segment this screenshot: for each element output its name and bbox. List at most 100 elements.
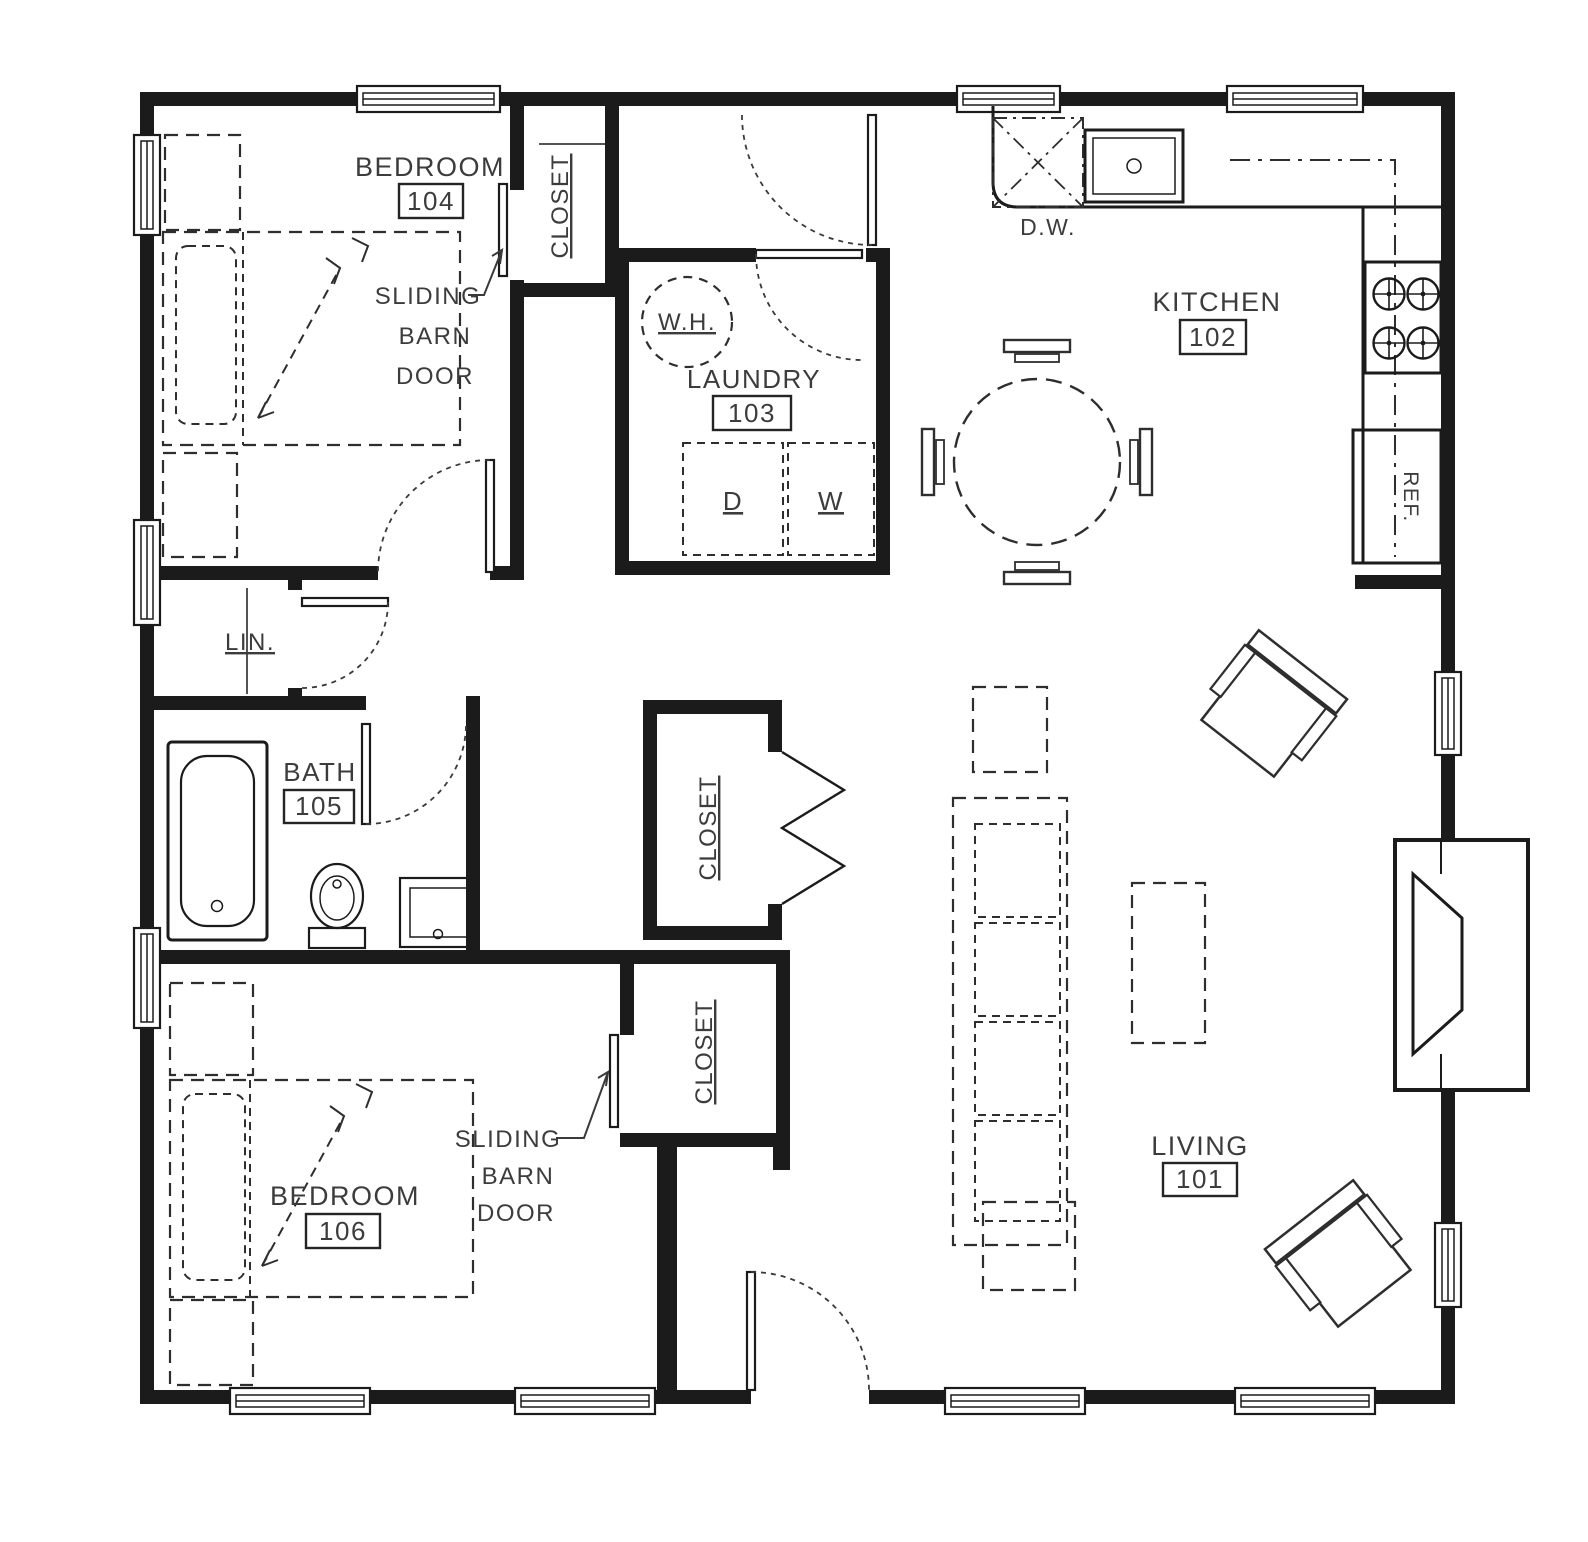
dining-chair xyxy=(1002,560,1072,586)
wall xyxy=(643,700,782,714)
barn-door-104-note: SLIDING BARN DOOR xyxy=(375,283,482,390)
dining-table xyxy=(920,338,1154,586)
dining-chair xyxy=(1128,427,1154,497)
wall xyxy=(510,280,524,580)
room-number-box xyxy=(282,788,356,825)
barn-door-106-arrow xyxy=(556,1070,610,1139)
window xyxy=(1233,1386,1377,1416)
room-number-box xyxy=(1178,318,1248,356)
room-label-bedroom104: BEDROOM xyxy=(355,152,505,182)
labels: BEDROOM 104 CLOSET SLIDING BARN DOOR W.H… xyxy=(225,152,1422,1250)
barn-door-104-arrow xyxy=(468,248,504,296)
entry-door xyxy=(745,1270,870,1392)
doors xyxy=(300,113,878,1392)
bedroom106-furniture xyxy=(168,981,475,1387)
closet-mid-label: CLOSET xyxy=(695,775,722,880)
wall xyxy=(615,561,890,575)
room-label-bedroom106: BEDROOM xyxy=(270,1181,420,1211)
wall xyxy=(615,248,756,262)
window xyxy=(355,84,502,114)
room-number-box xyxy=(304,1212,382,1250)
svg-text:SLIDING: SLIDING xyxy=(375,283,482,310)
room-number-box xyxy=(711,394,793,432)
dresser xyxy=(161,451,239,559)
bedroom104-furniture xyxy=(161,133,462,559)
room-label-living: LIVING xyxy=(1151,1131,1249,1161)
bed xyxy=(161,230,462,447)
wall xyxy=(1355,575,1455,589)
sofa-cushion xyxy=(974,1021,1061,1116)
wall xyxy=(1441,92,1455,840)
bathtub xyxy=(166,740,269,942)
closet-low-label: CLOSET xyxy=(691,999,718,1104)
room-label-laundry: LAUNDRY xyxy=(687,364,821,394)
swing-door xyxy=(754,248,864,361)
room-label-kitchen: KITCHEN xyxy=(1152,287,1281,317)
room-number-box xyxy=(397,182,465,220)
dresser xyxy=(163,133,242,232)
dryer-box xyxy=(682,442,784,556)
window xyxy=(943,1386,1087,1416)
sofa-cushion xyxy=(974,1120,1061,1222)
bed xyxy=(168,1078,475,1299)
living-furniture xyxy=(951,627,1422,1336)
window xyxy=(513,1386,657,1416)
ottoman xyxy=(971,685,1049,774)
sofa xyxy=(951,796,1069,1247)
water-heater-label: W.H. xyxy=(658,309,716,336)
wall xyxy=(140,92,154,1404)
window xyxy=(228,1386,372,1416)
window xyxy=(132,133,162,237)
svg-text:SLIDING: SLIDING xyxy=(455,1126,562,1153)
interior-walls xyxy=(154,106,1455,1390)
svg-text:DOOR: DOOR xyxy=(477,1200,555,1227)
bath-sink xyxy=(398,876,479,949)
pillows xyxy=(182,1093,246,1281)
window xyxy=(132,518,162,627)
stove xyxy=(1363,260,1443,375)
dresser xyxy=(168,1298,255,1387)
washer-label: W xyxy=(818,486,844,516)
svg-text:BARN: BARN xyxy=(482,1163,555,1190)
svg-text:DOOR: DOOR xyxy=(396,363,474,390)
room-number-105: 105 xyxy=(295,791,343,821)
room-label-bath: BATH xyxy=(283,757,356,787)
wall xyxy=(510,106,524,190)
swing-door xyxy=(377,458,496,574)
window xyxy=(132,926,162,1030)
room-number-106: 106 xyxy=(319,1216,367,1246)
room-number-104: 104 xyxy=(407,186,455,216)
dishwasher-label: D.W. xyxy=(1020,214,1076,240)
fireplace xyxy=(1393,838,1530,1092)
wall xyxy=(634,950,790,964)
room-number-103: 103 xyxy=(728,398,776,428)
kitchen-sink xyxy=(1083,128,1185,204)
wall xyxy=(643,700,657,940)
wall xyxy=(615,248,629,575)
wall xyxy=(510,283,619,297)
bifold-doors xyxy=(779,750,847,906)
refrigerator xyxy=(1351,428,1443,565)
barn-door-106-note: SLIDING BARN DOOR xyxy=(455,1126,562,1227)
coffee-table xyxy=(1130,881,1207,1045)
swing-door xyxy=(360,722,467,826)
sliding-barn-door-106 xyxy=(608,1033,620,1129)
windows xyxy=(132,84,1463,1416)
wall xyxy=(876,248,890,575)
window xyxy=(955,84,1062,114)
closet-top-label: CLOSET xyxy=(547,153,574,258)
wall xyxy=(773,1147,790,1170)
wall xyxy=(154,696,366,710)
washer-box xyxy=(787,442,875,556)
wall xyxy=(154,566,378,580)
wall xyxy=(768,904,782,940)
dining-chair xyxy=(1002,338,1072,364)
pillows xyxy=(175,245,237,425)
upper-cabinets xyxy=(1230,159,1396,557)
armchair xyxy=(1190,627,1350,786)
linen-label: LIN. xyxy=(225,629,275,656)
wall xyxy=(154,950,634,964)
room-number-102: 102 xyxy=(1189,322,1237,352)
swing-door xyxy=(300,596,390,689)
